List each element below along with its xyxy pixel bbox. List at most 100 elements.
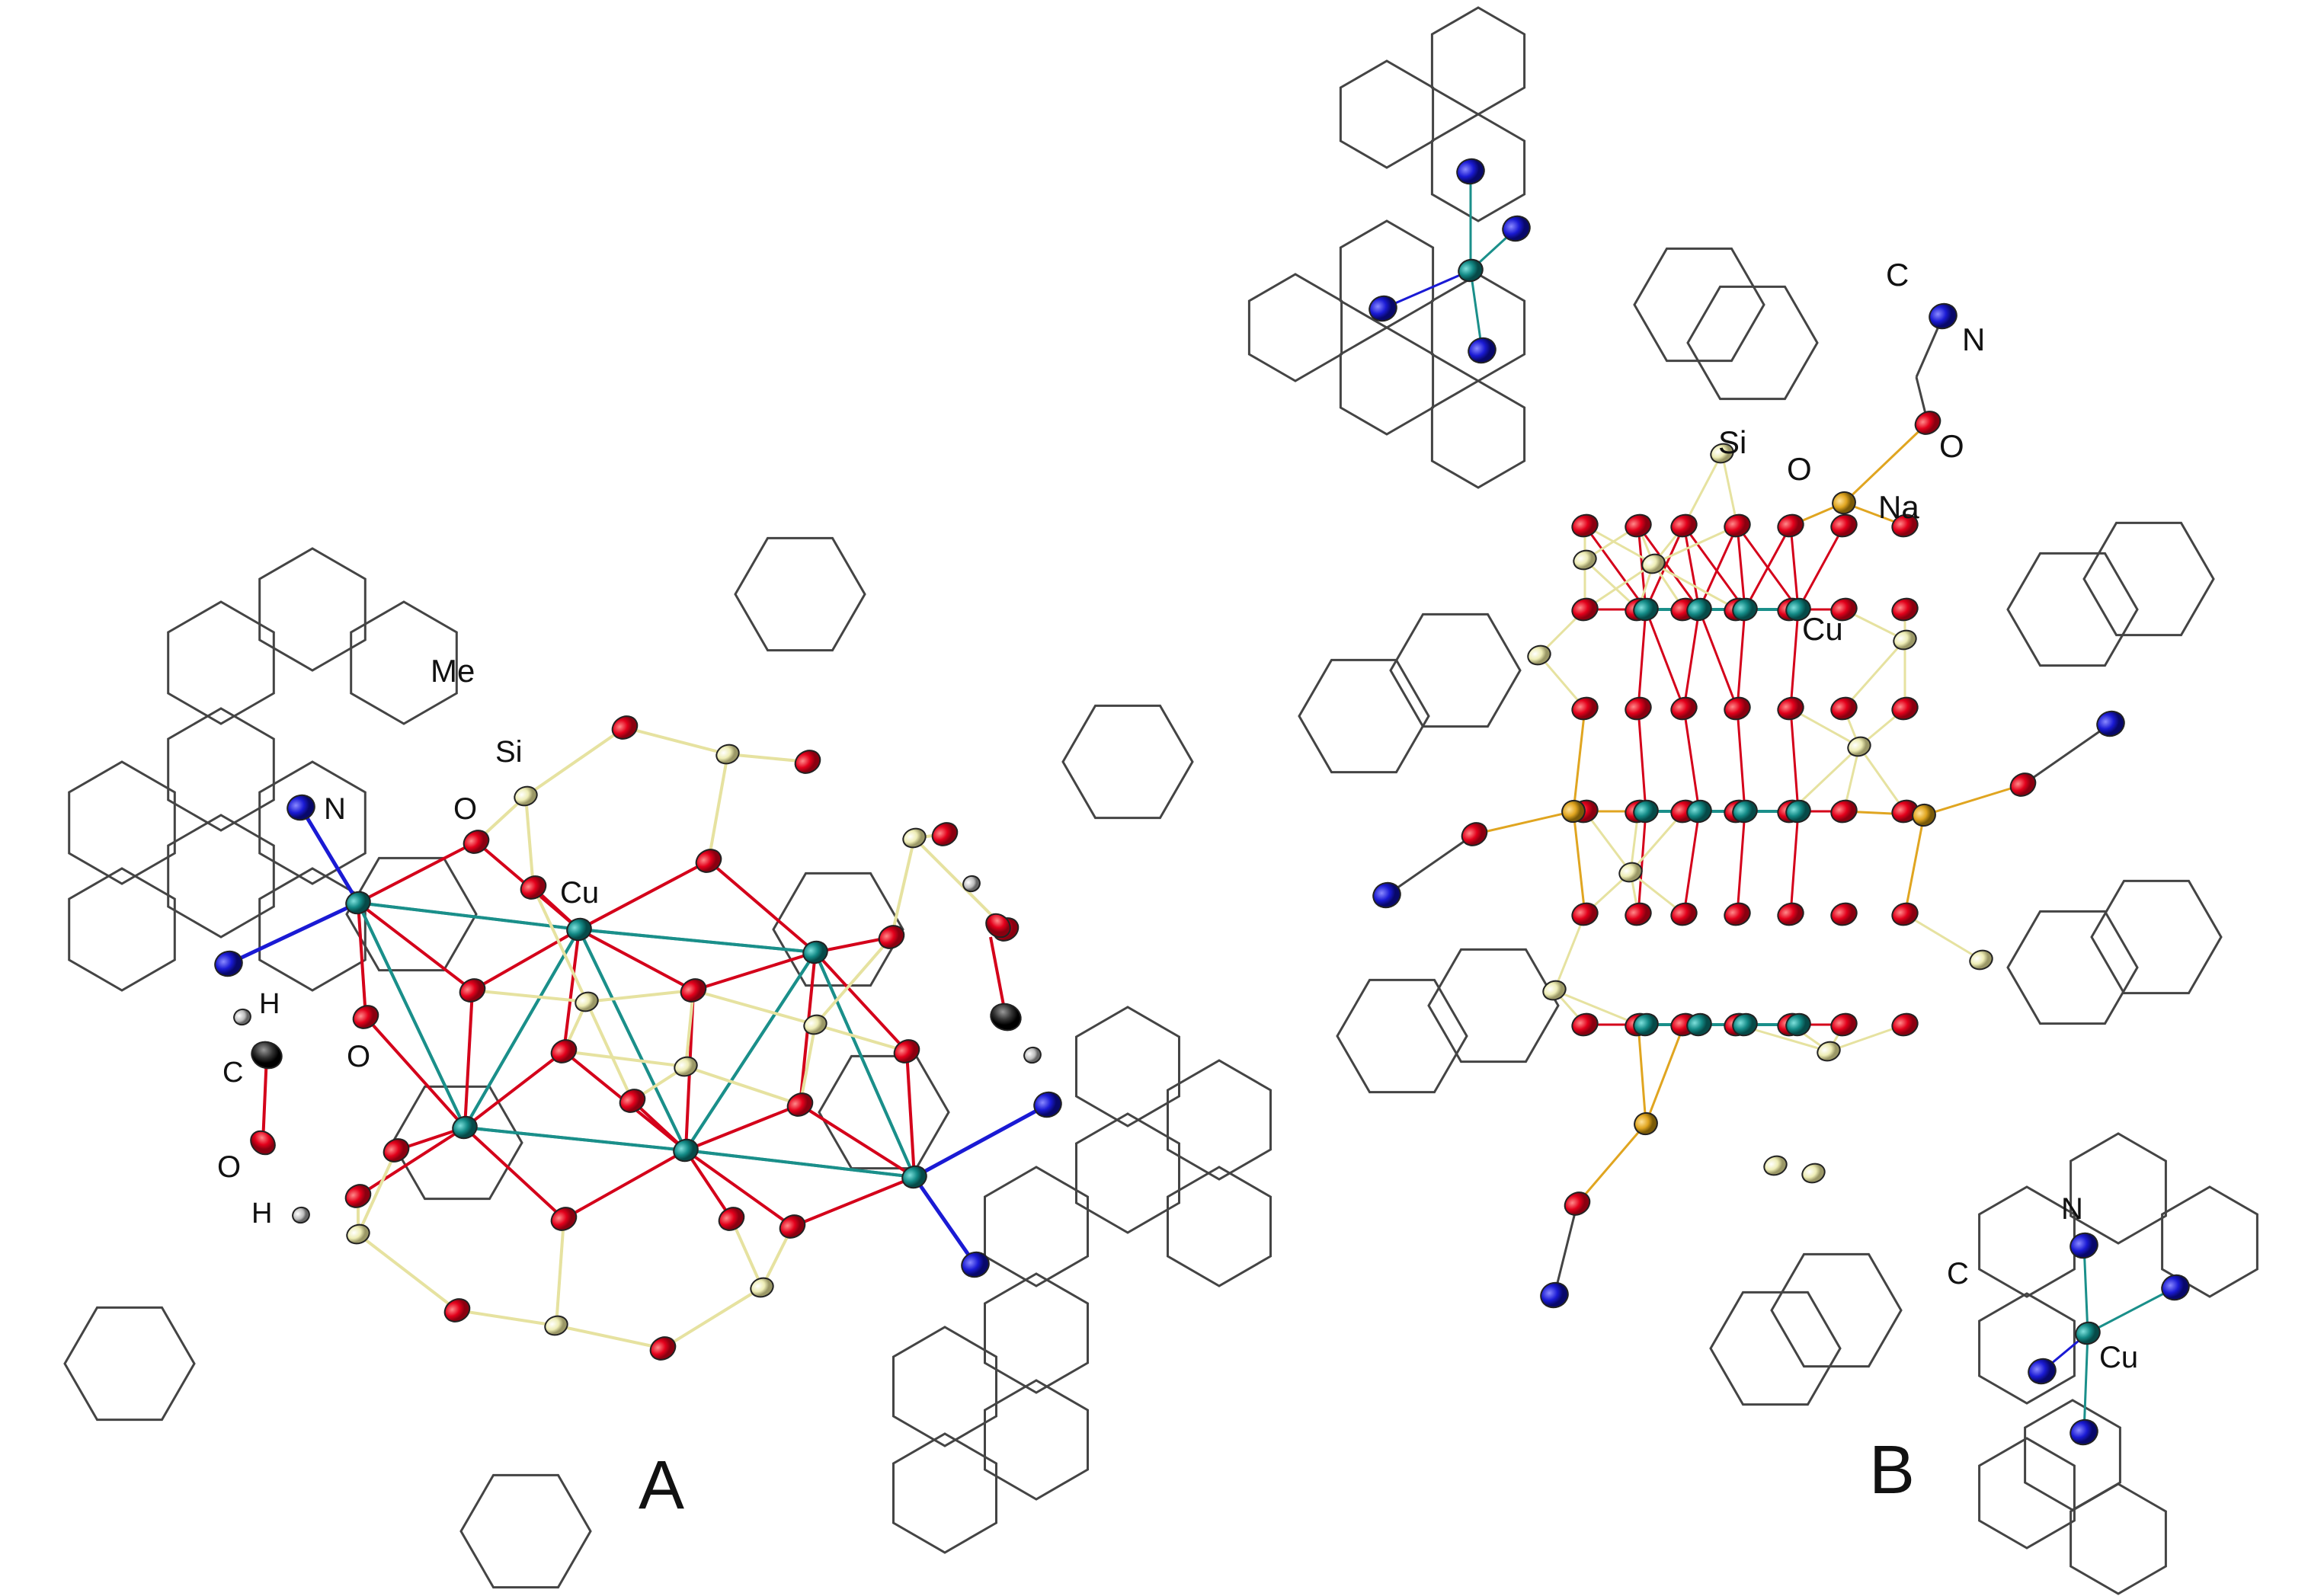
ring (1247, 273, 1343, 382)
atom-o (1724, 696, 1751, 721)
label-o-top: O (1939, 428, 1964, 464)
label-n-bottom: N (2061, 1192, 2083, 1226)
ring (984, 1379, 1089, 1501)
atom-o (649, 1336, 677, 1361)
atom-na (1561, 799, 1586, 824)
cu-o-bond (685, 1103, 801, 1152)
cu-o-bond (684, 1149, 733, 1220)
atom-si (346, 1223, 370, 1245)
ring (391, 1085, 523, 1201)
atom-n (961, 1251, 990, 1278)
atom-cu (673, 1138, 699, 1163)
atom-si (1573, 549, 1597, 571)
ring (984, 1166, 1089, 1287)
cu-o-bond (364, 1015, 466, 1129)
cu-o-bond (1682, 708, 1701, 812)
ring (1430, 379, 1526, 489)
atom-cu (1732, 1012, 1758, 1037)
si-o-bond (1584, 524, 1654, 565)
cu-o-bond (1637, 609, 1647, 709)
atom-cu (1732, 597, 1758, 622)
na-o-bond (1474, 810, 1574, 836)
atom-o (1571, 902, 1599, 926)
atom-si (1801, 1163, 1826, 1184)
si-o-bond (1653, 524, 1738, 565)
atom-na (1912, 803, 1936, 827)
ring (1061, 704, 1194, 820)
ring (167, 600, 275, 725)
atom-o (1830, 1012, 1858, 1037)
si-o-bond (1682, 453, 1724, 526)
label-c-bottom: C (1947, 1257, 1969, 1291)
cu-o-bond (578, 859, 709, 931)
cu-o-bond (1789, 525, 1800, 610)
panel-b-atoms (1368, 158, 2190, 1446)
si-o-bond (524, 795, 535, 888)
ring (818, 1054, 950, 1170)
si-o-bond (1538, 654, 1586, 709)
atom-cu (1785, 597, 1811, 622)
atom-o (1830, 696, 1858, 721)
si-o-bond (555, 1324, 664, 1350)
si-o-bond (456, 1309, 557, 1327)
atom-o (1724, 902, 1751, 926)
si-o-bond (684, 990, 695, 1067)
na-o-bond (1572, 811, 1586, 915)
atom-n (2070, 1418, 2098, 1446)
cu-o-bond (799, 1103, 916, 1179)
atom-o (1891, 696, 1919, 721)
ring (772, 872, 904, 987)
ring (892, 1432, 997, 1554)
cu-o-bond (1698, 609, 1739, 709)
atom-na (1832, 491, 1856, 515)
label-si: Si (495, 735, 523, 769)
si-o-bond (799, 1024, 817, 1105)
atom-o (931, 822, 959, 846)
si-o-bond (586, 989, 694, 1003)
atom-o (1777, 902, 1804, 926)
ring (1167, 1059, 1272, 1181)
cu-cu-bond (463, 929, 581, 1128)
atom-n (214, 950, 243, 977)
atom-o (985, 913, 1011, 939)
ring (1339, 326, 1435, 436)
si-o-bond (555, 1218, 565, 1326)
ring (1770, 1252, 1903, 1368)
atom-o (1891, 597, 1919, 622)
atom-cu (1633, 1012, 1659, 1037)
atom-o (344, 1184, 372, 1208)
atom-o (443, 1298, 471, 1323)
atom-si (514, 785, 538, 807)
label-me: Me (431, 653, 475, 689)
atom-o (1724, 513, 1751, 538)
atom-o (619, 1089, 646, 1113)
atom-n (2028, 1358, 2057, 1385)
panel-b-bonds (1382, 171, 2176, 1433)
cu-cu-bond (685, 1149, 915, 1179)
cu-n-bond (2087, 1286, 2176, 1335)
cu-o-bond (1789, 609, 1800, 709)
label-o-b: O (1787, 451, 1812, 487)
si-o-bond (685, 1065, 801, 1106)
atom-si (1969, 949, 1993, 971)
panel-a-atoms (214, 715, 1062, 1361)
atom-si (575, 991, 599, 1012)
na-o-bond (1644, 1024, 1685, 1124)
atom-c (990, 1003, 1022, 1031)
atom-si (674, 1056, 698, 1077)
atom-cu (1686, 799, 1712, 824)
atom-o (1564, 1191, 1591, 1216)
atom-si (1817, 1041, 1841, 1062)
atom-na (1634, 1111, 1658, 1136)
label-cu: Cu (560, 876, 599, 910)
cu-cu-bond (464, 1126, 687, 1152)
si-o-bond (1583, 558, 1640, 611)
atom-si (803, 1014, 827, 1035)
atom-h (1023, 1046, 1042, 1064)
cu-cu-bond (684, 951, 817, 1152)
atom-o (352, 1005, 379, 1029)
ring (1430, 113, 1526, 222)
label-si-b: Si (1718, 424, 1746, 460)
cu-n-bond (2082, 1332, 2089, 1433)
